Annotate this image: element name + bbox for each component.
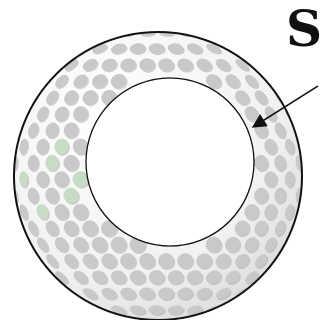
corner-label: S bbox=[286, 4, 320, 54]
inner-core-circle bbox=[86, 78, 254, 246]
